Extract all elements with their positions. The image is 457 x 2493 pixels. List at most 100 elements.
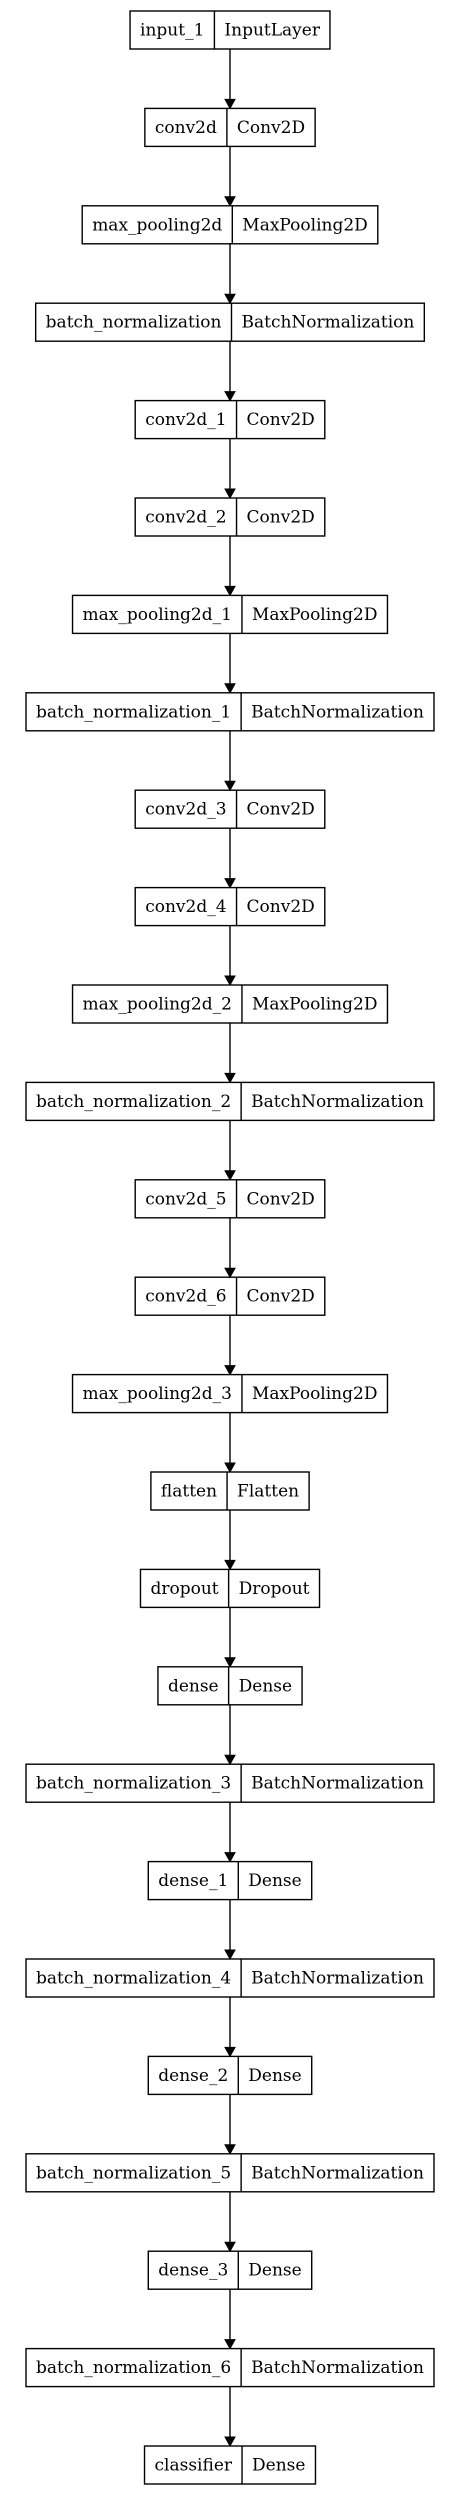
edge-arrow xyxy=(224,1120,236,1181)
layer-node: input_1 InputLayer xyxy=(129,10,331,50)
layer-type-label: BatchNormalization xyxy=(251,1969,424,1989)
edge-arrow xyxy=(224,1315,236,1376)
layer-type-label: MaxPooling2D xyxy=(252,1384,378,1404)
layer-type-label: Flatten xyxy=(237,1482,299,1502)
edge-arrow xyxy=(224,438,236,500)
layer-type-label: Conv2D xyxy=(247,1189,315,1209)
layer-name-label: batch_normalization_5 xyxy=(36,2163,231,2183)
layer-name-label: batch_normalization_1 xyxy=(36,702,231,722)
layer-name-label: dense_1 xyxy=(158,1871,228,1891)
layer-type-label: BatchNormalization xyxy=(251,2358,424,2378)
edge-arrow xyxy=(224,243,236,305)
layer-type-label: Conv2D xyxy=(247,800,315,820)
arrowhead-icon xyxy=(224,1267,236,1279)
layer-node: conv2d_4 Conv2D xyxy=(134,886,326,927)
layer-box xyxy=(134,886,326,927)
layer-name-label: classifier xyxy=(155,2456,233,2476)
layer-type-label: Dense xyxy=(248,1871,301,1891)
layer-name-label: input_1 xyxy=(140,21,204,41)
layer-box xyxy=(129,10,331,50)
edge-arrow xyxy=(224,1510,236,1571)
layer-box xyxy=(34,302,426,342)
layer-name-label: dense_3 xyxy=(158,2261,228,2281)
arrowhead-icon xyxy=(224,975,236,987)
layer-node: batch_normalization_6 BatchNormalization xyxy=(25,2347,435,2388)
layer-node: conv2d Conv2D xyxy=(144,107,316,148)
edge-arrow xyxy=(224,2386,236,2448)
layer-type-label: Dense xyxy=(248,2261,301,2281)
edge-arrow xyxy=(224,2191,236,2253)
edge-arrow xyxy=(224,1704,236,1766)
layer-node: dense Dense xyxy=(157,1666,303,1706)
layer-node: dense_2 Dense xyxy=(147,2055,313,2096)
edge-arrow xyxy=(224,1412,236,1474)
layer-name-label: max_pooling2d_1 xyxy=(83,605,232,625)
edge-arrow xyxy=(224,1217,236,1279)
layer-box xyxy=(144,107,316,148)
edge-arrow xyxy=(224,341,236,402)
arrowhead-icon xyxy=(224,2339,236,2350)
arrowhead-icon xyxy=(224,878,236,889)
arrowhead-icon xyxy=(224,1170,236,1181)
layer-name-label: conv2d_2 xyxy=(145,508,226,528)
arrowhead-icon xyxy=(224,1365,236,1376)
arrowhead-icon xyxy=(224,1462,236,1474)
layer-box xyxy=(25,1763,435,1803)
layer-name-label: dense_2 xyxy=(158,2066,228,2086)
arrowhead-icon xyxy=(224,293,236,305)
layer-name-label: max_pooling2d xyxy=(92,215,222,235)
edge-arrow xyxy=(224,146,236,207)
edge-arrow xyxy=(224,633,236,694)
arrowhead-icon xyxy=(224,585,236,597)
layer-node: dense_3 Dense xyxy=(147,2250,313,2290)
layer-type-label: BatchNormalization xyxy=(251,1774,424,1794)
layer-type-label: Conv2D xyxy=(247,410,315,430)
layer-name-label: conv2d_1 xyxy=(145,410,226,430)
layer-name-label: conv2d_4 xyxy=(145,897,226,917)
layer-box xyxy=(134,1179,326,1219)
layer-name-label: dense xyxy=(168,1676,219,1696)
layer-box xyxy=(25,1081,435,1122)
layer-name-label: batch_normalization_6 xyxy=(36,2358,231,2378)
layer-box xyxy=(157,1666,303,1706)
layer-type-label: InputLayer xyxy=(224,21,320,41)
layer-name-label: max_pooling2d_2 xyxy=(83,995,232,1015)
edge-arrow xyxy=(224,2094,236,2155)
layer-name-label: conv2d xyxy=(155,118,217,138)
layer-node: dense_1 Dense xyxy=(147,1860,313,1901)
layer-box xyxy=(71,1373,389,1414)
layer-name-label: conv2d_5 xyxy=(145,1189,226,1209)
layer-type-label: Conv2D xyxy=(247,897,315,917)
layer-box xyxy=(147,1860,313,1901)
arrowhead-icon xyxy=(224,2144,236,2155)
layer-box xyxy=(150,1471,310,1511)
arrowhead-icon xyxy=(224,488,236,500)
layer-type-label: Dense xyxy=(239,1676,292,1696)
layer-box xyxy=(139,1568,321,1609)
layer-box xyxy=(81,205,379,245)
layer-type-label: Dense xyxy=(252,2456,305,2476)
layer-node: max_pooling2d_1 MaxPooling2D xyxy=(71,594,389,635)
layer-type-label: Dense xyxy=(248,2066,301,2086)
layer-box xyxy=(71,594,389,635)
layer-box xyxy=(134,497,326,537)
layer-type-label: MaxPooling2D xyxy=(252,605,378,625)
arrowhead-icon xyxy=(224,196,236,207)
layer-type-label: Conv2D xyxy=(237,118,305,138)
layer-name-label: dropout xyxy=(150,1579,218,1599)
edge-arrow xyxy=(224,1802,236,1863)
layer-box xyxy=(134,399,326,440)
arrowhead-icon xyxy=(224,2241,236,2253)
layer-name-label: flatten xyxy=(161,1482,217,1502)
edge-arrow xyxy=(224,49,236,110)
layer-name-label: batch_normalization xyxy=(46,313,222,333)
edge-arrow xyxy=(224,925,236,987)
layer-box xyxy=(147,2250,313,2290)
arrowhead-icon xyxy=(224,391,236,402)
